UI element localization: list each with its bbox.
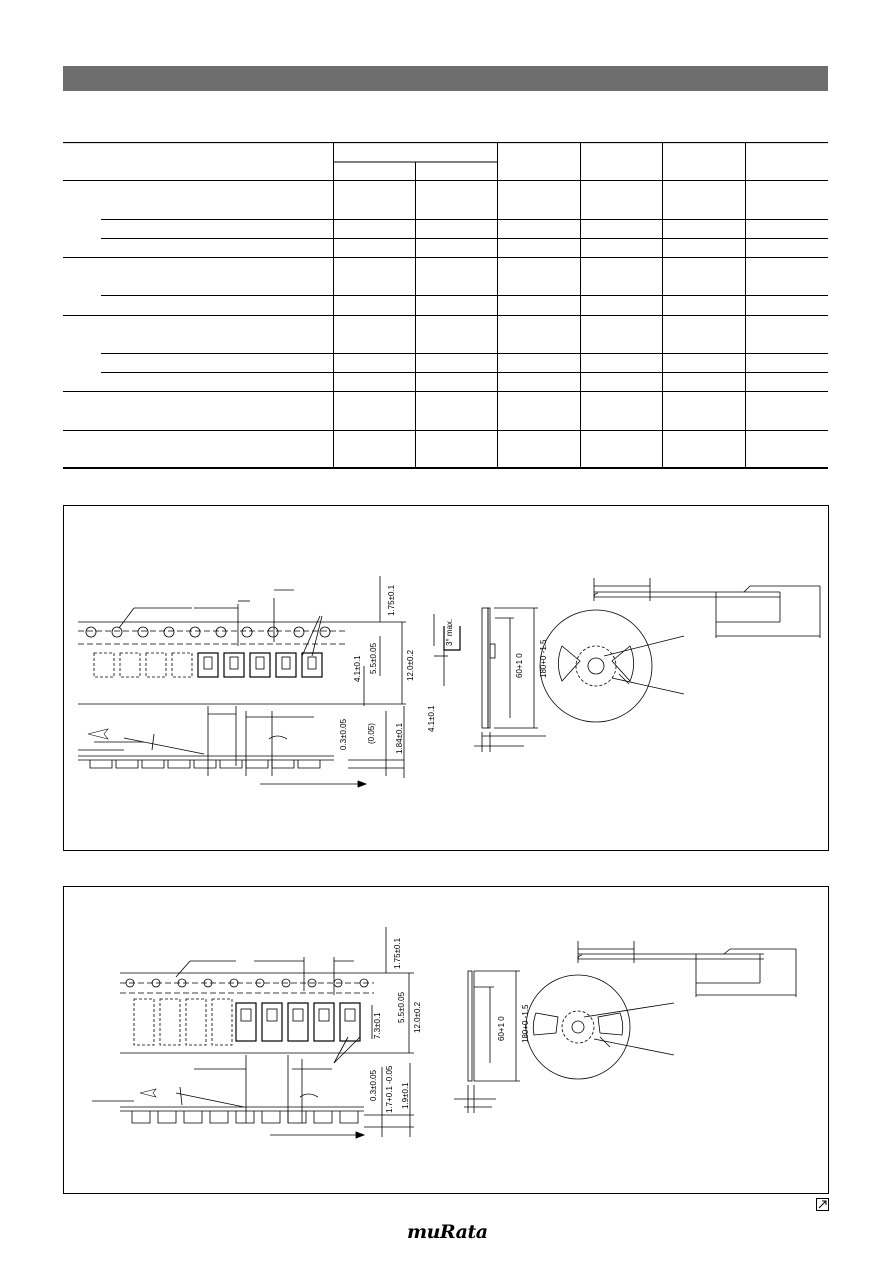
dim-label: 12.0±0.2 xyxy=(406,649,415,681)
tape-diagram-2: 1.75±0.1 5.5±0.05 12.0±0.2 7.3±0.1 0.3±0… xyxy=(92,927,797,1139)
dim-label: 4.1±0.1 xyxy=(427,705,436,732)
dim-label: 5.5±0.05 xyxy=(369,642,378,674)
dim-label: 4.1±0.1 xyxy=(353,655,362,682)
section-title-bar xyxy=(63,66,828,91)
murata-logo: muRata xyxy=(407,1221,488,1243)
dim-label: 60+1 0 xyxy=(497,1016,506,1041)
tape-reel-figure-1: 1.75±0.1 5.5±0.05 12.0±0.2 4.1±0.1 (0.05… xyxy=(63,505,829,851)
dim-label: 1.9±0.1 xyxy=(401,1082,410,1109)
dim-label: 1.84±0.1 xyxy=(395,722,404,754)
dim-label: 5.5±0.05 xyxy=(397,991,406,1023)
tape-reel-figure-2: 1.75±0.1 5.5±0.05 12.0±0.2 7.3±0.1 0.3±0… xyxy=(63,886,829,1194)
external-link-icon[interactable] xyxy=(816,1198,829,1211)
dim-label: 7.3±0.1 xyxy=(373,1012,382,1039)
dim-label: 1.75±0.1 xyxy=(393,937,402,969)
dim-label: 3° max. xyxy=(445,619,454,646)
dim-label: 1.7+0.1 -0.05 xyxy=(385,1065,394,1113)
dim-label: (0.05) xyxy=(367,723,376,744)
dim-label: 60+1 0 xyxy=(515,653,524,678)
dim-label: 180+0 -1.5 xyxy=(521,1004,530,1043)
tape-diagram-1: 1.75±0.1 5.5±0.05 12.0±0.2 4.1±0.1 (0.05… xyxy=(78,576,821,788)
dim-label: 0.3±0.05 xyxy=(369,1069,378,1101)
dim-label: 12.0±0.2 xyxy=(413,1001,422,1033)
spec-table xyxy=(63,142,828,469)
dim-label: 0.3±0.05 xyxy=(339,718,348,750)
dim-label: 180+0 -1.5 xyxy=(539,639,548,678)
dim-label: 1.75±0.1 xyxy=(387,584,396,616)
